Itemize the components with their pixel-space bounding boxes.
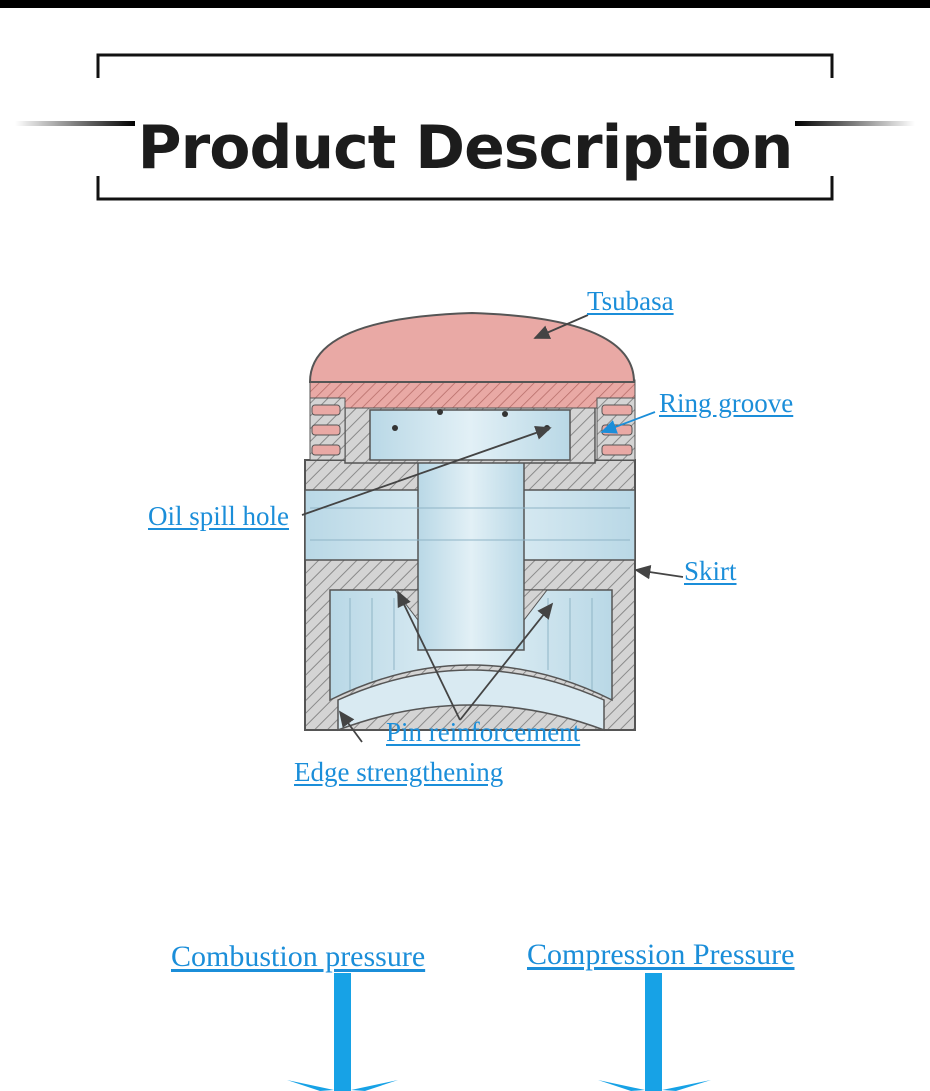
label-ring-groove: Ring groove [659,388,794,418]
label-skirt: Skirt [684,556,737,586]
compression-pressure-arrow [645,973,662,1091]
compression-arrowhead-right [662,1080,711,1091]
header-frame [15,53,915,201]
label-combustion-pressure: Combustion pressure [171,940,426,973]
combustion-pressure-arrow [334,973,351,1091]
label-oil-spill-hole: Oil spill hole [148,501,289,531]
section-header: Product Description [0,40,930,210]
piston-ring-lands [309,379,636,461]
top-border-bar [0,0,930,8]
piston-pin-bore [304,459,636,651]
leader-lines [301,314,684,743]
combustion-arrowhead-left [287,1080,334,1091]
pressure-arrows [287,973,711,1091]
compression-arrowhead-left [598,1080,645,1091]
label-edge-strengthening: Edge strengthening [294,757,504,787]
piston-upper-chamber [344,404,596,464]
label-tsubasa: Tsubasa [587,286,674,316]
combustion-arrowhead-right [351,1080,398,1091]
piston-crown [308,311,636,383]
page-title: Product Description [137,113,794,183]
label-pin-reinforcement: Pin reinforcement [386,717,581,747]
label-compression-pressure: Compression Pressure [527,938,795,971]
